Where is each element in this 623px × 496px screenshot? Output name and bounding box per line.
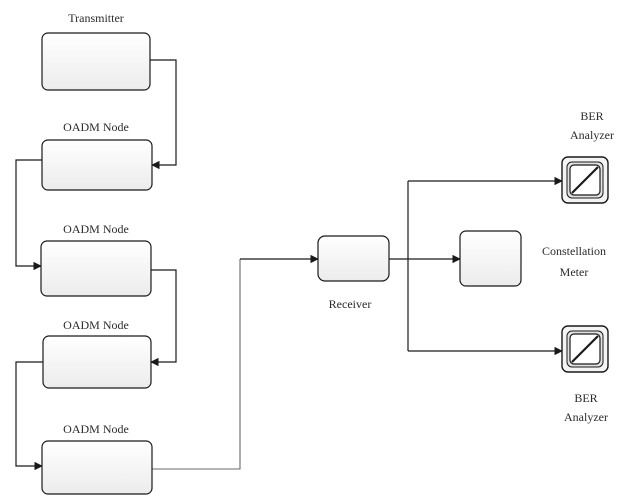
oadm-node-4-label: OADM Node [63,422,129,436]
constellation-meter-label-line1: Constellation [542,244,606,258]
transmitter-block[interactable] [41,32,151,91]
constellation-meter-label-line2: Meter [560,265,589,279]
wire-oadm2-to-oadm3 [150,269,177,367]
wire-oadm4-to-receiver [152,259,241,470]
receiver-label: Receiver [329,297,372,311]
wire-transmitter-to-oadm1 [150,59,177,170]
receiver-block[interactable] [317,235,390,282]
oadm-node-1-block[interactable] [41,139,153,191]
wire-oadm3-to-oadm4 [15,361,43,471]
oadm-node-3-label: OADM Node [63,318,129,332]
ber-analyzer-top-label-line2: Analyzer [570,128,614,142]
oadm-node-3-block[interactable] [42,335,152,389]
constellation-meter-block[interactable] [459,230,522,287]
ber-analyzer-top-icon[interactable] [561,156,609,204]
ber-analyzer-bottom-label-line1: BER [574,391,597,405]
ber-analyzer-bottom-icon[interactable] [561,325,609,373]
ber-analyzer-bottom-label-line2: Analyzer [564,410,608,424]
oadm-node-2-block[interactable] [40,240,152,297]
wire-oadm1-to-oadm2 [15,159,42,271]
transmitter-label: Transmitter [68,11,124,25]
ber-analyzer-top-label-line1: BER [580,109,603,123]
oadm-node-1-label: OADM Node [63,120,129,134]
oadm-node-2-label: OADM Node [63,222,129,236]
oadm-node-4-block[interactable] [41,440,153,495]
